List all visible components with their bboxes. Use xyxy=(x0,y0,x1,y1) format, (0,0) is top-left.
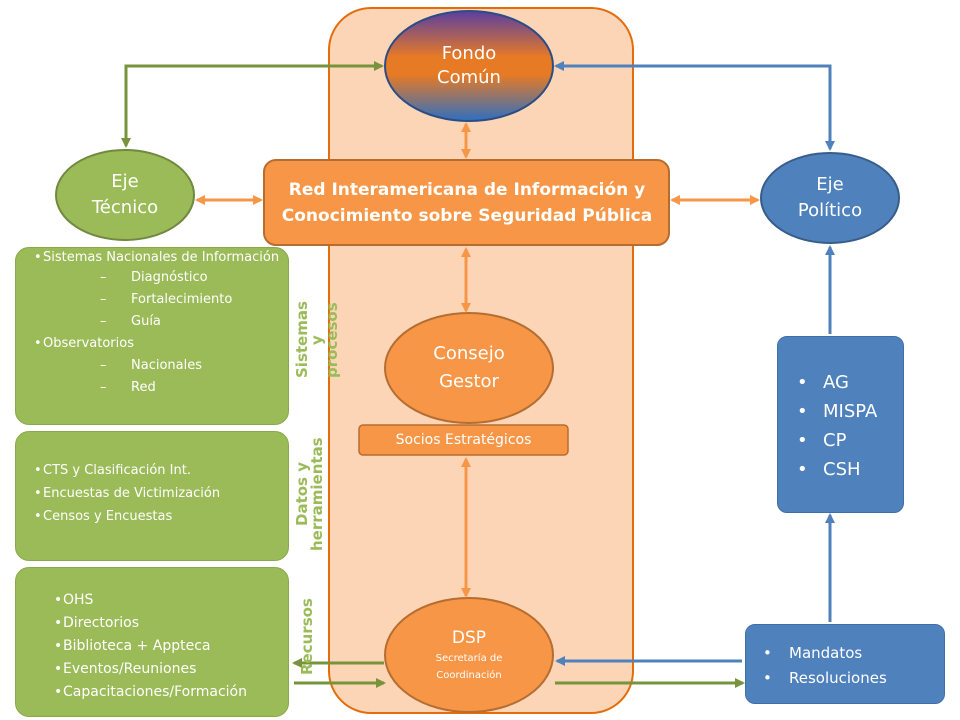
eje-tecnico-node xyxy=(55,149,195,241)
datos-herramientas-label: Datos y herramientas xyxy=(293,432,326,556)
consejo-line2: Gestor xyxy=(439,371,499,392)
recursos-item-biblioteca: Biblioteca + Appteca xyxy=(54,635,282,658)
datos-item1-text: CTS y Clasificación Int. xyxy=(43,463,191,478)
sistemas-sub4-text: Nacionales xyxy=(131,358,202,374)
politico-item-cp: CP xyxy=(797,426,897,455)
consejo-gestor-node xyxy=(384,312,554,424)
recursos-l1: Recursos xyxy=(298,598,316,676)
fondo-comun-node xyxy=(384,10,554,122)
recursos-item-eventos: Eventos/Reuniones xyxy=(54,658,282,681)
eje-politico-line1: Eje xyxy=(816,174,844,195)
politico-item1-text: AG xyxy=(823,372,849,393)
sistemas-sub-red: Red xyxy=(43,377,282,399)
red-text: Red Interamericana de Información y Cono… xyxy=(281,179,653,226)
consejo-gestor-label: Consejo Gestor xyxy=(395,336,543,400)
politico-list: AG MISPA CP CSH xyxy=(797,368,897,484)
politico-item-ag: AG xyxy=(797,368,897,397)
recursos-item-ohs: OHS xyxy=(54,589,282,612)
politico-item2-text: MISPA xyxy=(823,401,878,422)
datos-box: CTS y Clasificación Int. Encuestas de Vi… xyxy=(15,431,289,561)
datos-item-censos: Censos y Encuestas xyxy=(34,505,282,528)
arrow-politico-fondo xyxy=(554,61,835,151)
recursos-item4-text: Eventos/Reuniones xyxy=(63,661,197,677)
mandatos-item2-text: Resoluciones xyxy=(789,669,887,687)
eje-politico-node xyxy=(760,152,900,244)
red-interamericana-label: Red Interamericana de Información y Cono… xyxy=(272,160,662,245)
politico-box: AG MISPA CP CSH xyxy=(777,336,904,513)
sistemas-sub-diagnostico: Diagnóstico xyxy=(43,267,282,289)
datos-item-cts: CTS y Clasificación Int. xyxy=(34,459,282,482)
datos-l2: herramientas xyxy=(308,437,326,551)
recursos-item-directorios: Directorios xyxy=(54,612,282,635)
mandatos-list: Mandatos Resoluciones xyxy=(763,641,938,691)
politico-item3-text: CP xyxy=(823,430,847,451)
dsp-title: DSP xyxy=(451,628,487,648)
eje-tecnico-line1: Eje xyxy=(111,171,139,192)
eje-tecnico-line2: Técnico xyxy=(91,197,159,218)
politico-item-csh: CSH xyxy=(797,455,897,484)
recursos-item2-text: Directorios xyxy=(63,615,139,631)
sistemas-item1-text: Sistemas Nacionales de Información xyxy=(43,250,280,265)
sistemas-sub5-text: Red xyxy=(131,380,156,396)
recursos-list: OHS Directorios Biblioteca + Appteca Eve… xyxy=(54,589,282,704)
datos-item2-text: Encuestas de Victimización xyxy=(43,486,221,501)
socios-estrategicos-label: Socios Estratégicos xyxy=(359,425,568,455)
eje-politico-label: Eje Político xyxy=(765,166,895,230)
sistemas-sub2-text: Fortalecimiento xyxy=(131,292,233,308)
datos-item3-text: Censos y Encuestas xyxy=(43,509,173,524)
eje-tecnico-label: Eje Técnico xyxy=(60,163,190,227)
sistemas-sub-guia: Guía xyxy=(43,311,282,333)
fondo-line2: Común xyxy=(437,67,501,88)
politico-item-mispa: MISPA xyxy=(797,397,897,426)
sistemas-procesos-label: Sistemas y procesos xyxy=(293,296,341,384)
mandatos-box: Mandatos Resoluciones xyxy=(745,624,945,704)
red-interamericana-box xyxy=(263,159,670,246)
recursos-item1-text: OHS xyxy=(63,592,94,608)
recursos-label: Recursos xyxy=(298,596,316,678)
socios-text: Socios Estratégicos xyxy=(395,432,532,448)
dsp-node xyxy=(384,597,554,713)
mandatos-item1-text: Mandatos xyxy=(789,644,863,662)
consejo-line1: Consejo xyxy=(433,343,505,364)
recursos-item5-text: Capacitaciones/Formación xyxy=(63,684,247,700)
sistemas-item-nacionales: Sistemas Nacionales de Información xyxy=(34,250,282,265)
fondo-line1: Fondo xyxy=(441,43,497,64)
fondo-comun-label: Fondo Común xyxy=(395,33,543,99)
sistemas-l1: Sistemas y xyxy=(293,301,326,379)
politico-item4-text: CSH xyxy=(823,459,861,480)
recursos-item-capacitaciones: Capacitaciones/Formación xyxy=(54,681,282,704)
arrow-tecnico-fondo xyxy=(121,61,384,148)
sistemas-l2: procesos xyxy=(323,302,341,378)
recursos-box: OHS Directorios Biblioteca + Appteca Eve… xyxy=(15,567,289,717)
socios-estrategicos-box xyxy=(358,424,569,456)
sistemas-sub-fortalecimiento: Fortalecimiento xyxy=(43,289,282,311)
datos-item-encuestas: Encuestas de Victimización xyxy=(34,482,282,505)
recursos-item3-text: Biblioteca + Appteca xyxy=(63,638,211,654)
sistemas-list: Sistemas Nacionales de Información Diagn… xyxy=(34,250,282,399)
sistemas-item2-text: Observatorios xyxy=(43,336,134,352)
sistemas-sub3-text: Guía xyxy=(131,314,161,330)
eje-politico-line2: Político xyxy=(797,200,863,221)
mandatos-item-mandatos: Mandatos xyxy=(763,641,938,666)
mandatos-item-resoluciones: Resoluciones xyxy=(763,666,938,691)
sistemas-item-observatorios: Observatorios xyxy=(34,333,282,355)
datos-list: CTS y Clasificación Int. Encuestas de Vi… xyxy=(34,459,282,528)
sistemas-box: Sistemas Nacionales de Información Diagn… xyxy=(15,247,289,425)
dsp-sub2: Coordinación xyxy=(436,670,502,681)
sistemas-sub1-text: Diagnóstico xyxy=(131,270,208,286)
dsp-label: DSP Secretaría de Coordinación xyxy=(395,622,543,688)
sistemas-sub-nacionales: Nacionales xyxy=(43,355,282,377)
dsp-sub1: Secretaría de xyxy=(435,653,503,664)
